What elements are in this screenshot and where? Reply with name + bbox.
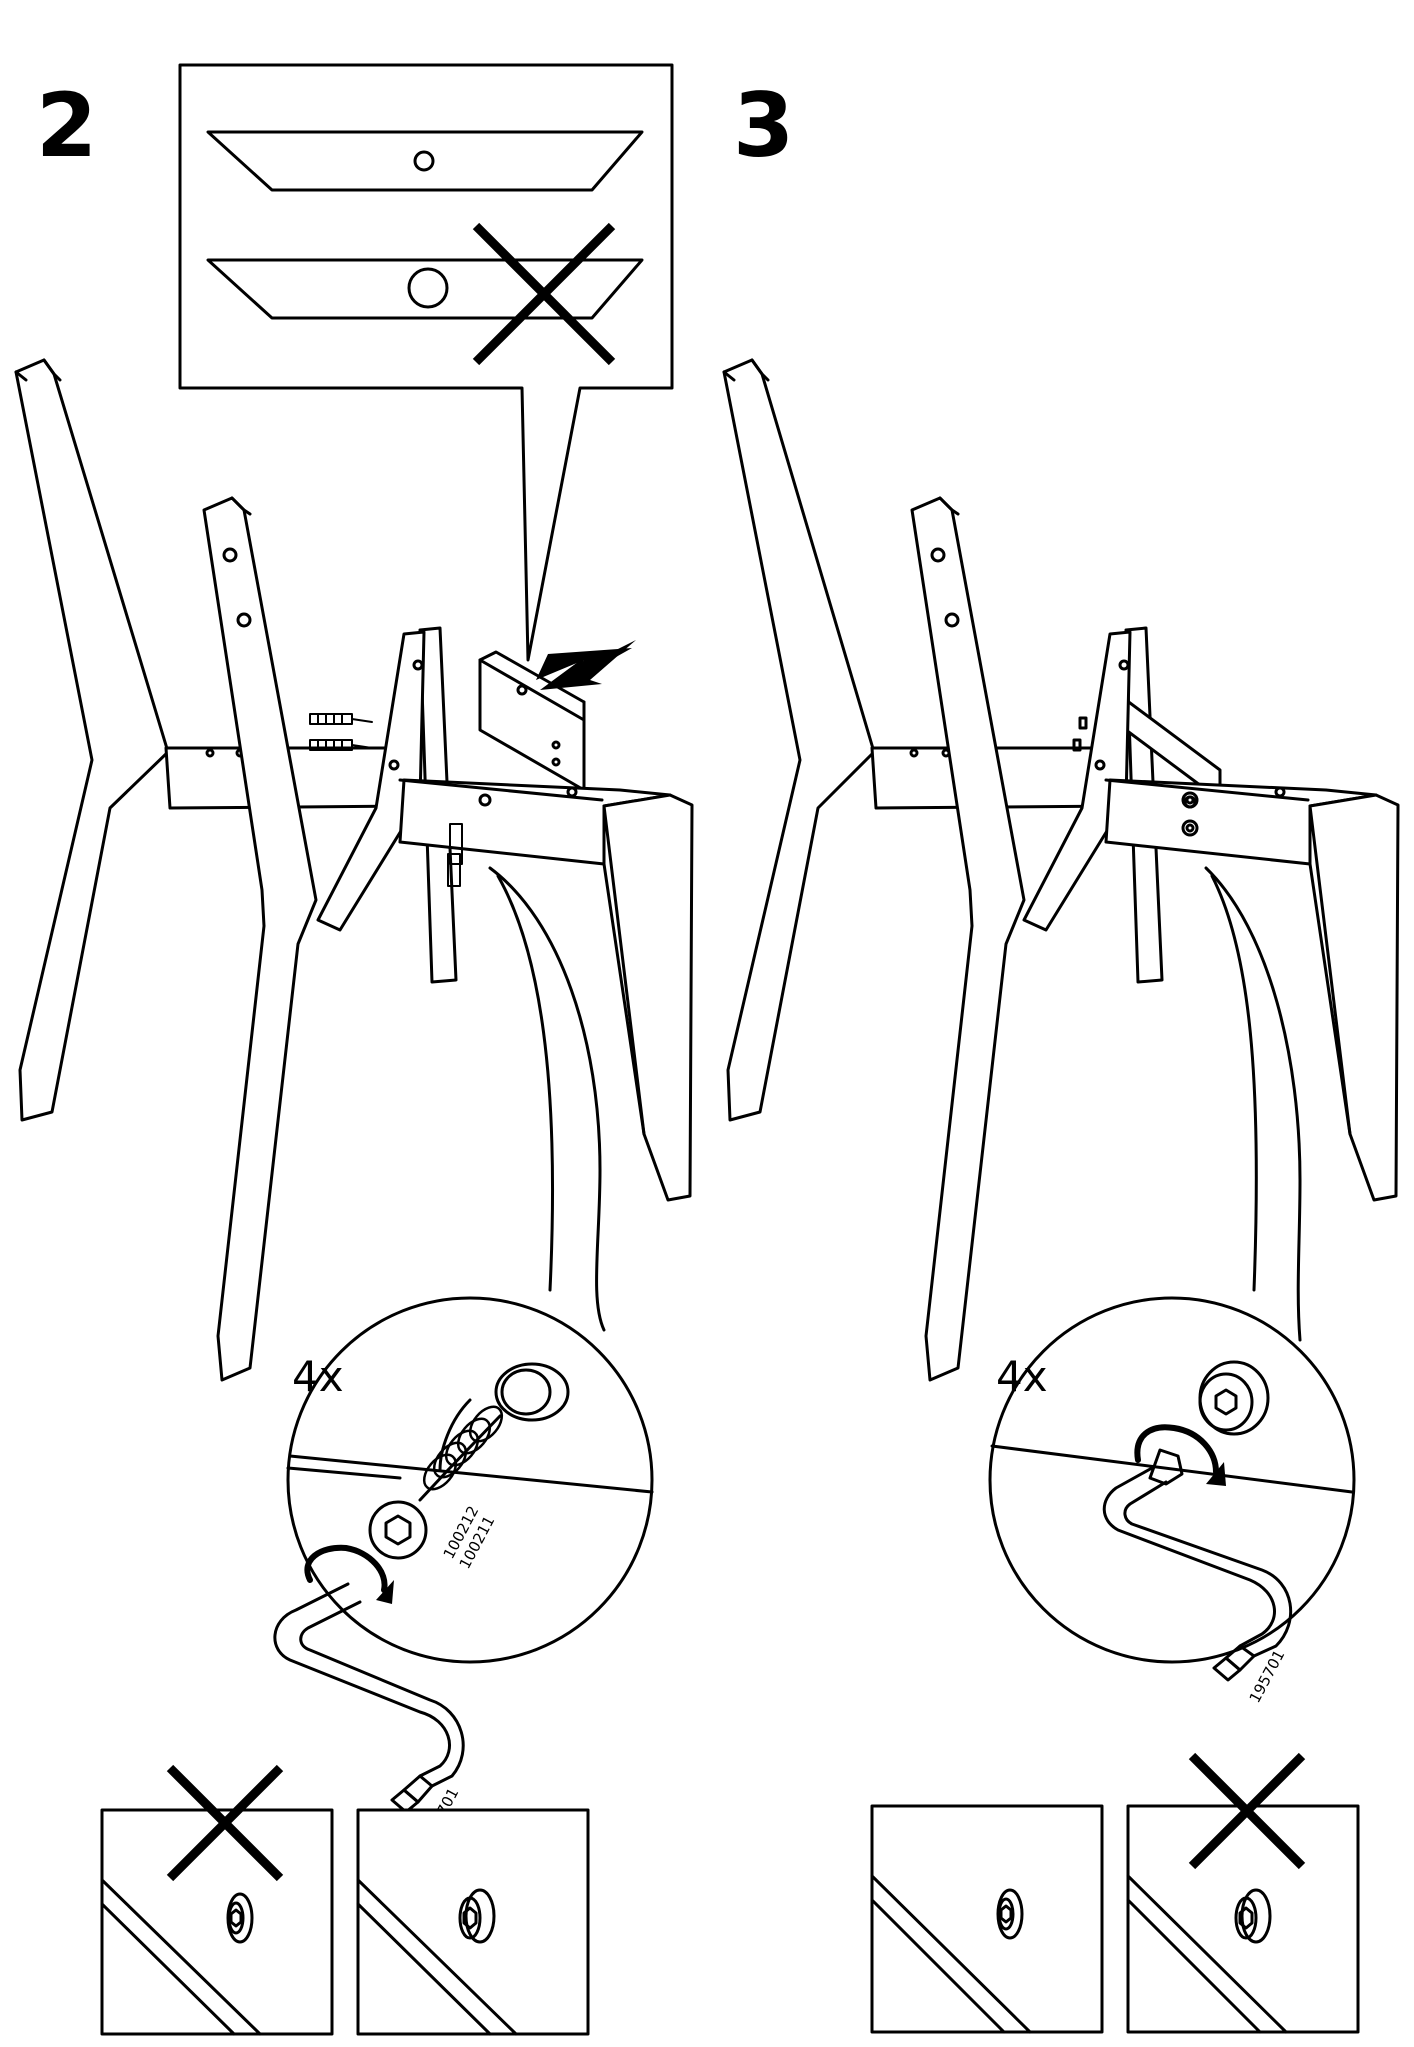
step-2-quantity: 4x [292,1352,344,1401]
step-3-quantity: 4x [996,1352,1048,1401]
bolt-detail-circle [273,1296,654,1814]
allen-key-icon [1102,1448,1293,1682]
step-2-correct-example [356,1808,590,2036]
step-3-correct-example [870,1804,1104,2034]
rotation-arrow-icon [1134,1424,1226,1486]
step-3-illustration: 195701 [722,358,1400,2034]
step-2-illustration: 100212 100211 195701 [14,63,694,2036]
cross-mark-icon [472,222,616,366]
step-3-number: 3 [733,74,795,177]
step-2-number: 2 [36,74,98,177]
rail-piece [478,650,586,792]
cross-mark-icon [166,1764,284,1882]
step-3-wrong-example [1126,1752,1360,2034]
rotation-arrow-icon [304,1544,394,1604]
nut-detail-circle [988,1296,1356,1682]
hole-detail-callout [178,63,674,662]
allen-key-icon [273,1582,465,1814]
cross-mark-icon [1188,1752,1306,1870]
step-2-wrong-example [100,1764,334,2036]
bolt-icon [309,713,463,887]
push-arrow [540,640,636,690]
